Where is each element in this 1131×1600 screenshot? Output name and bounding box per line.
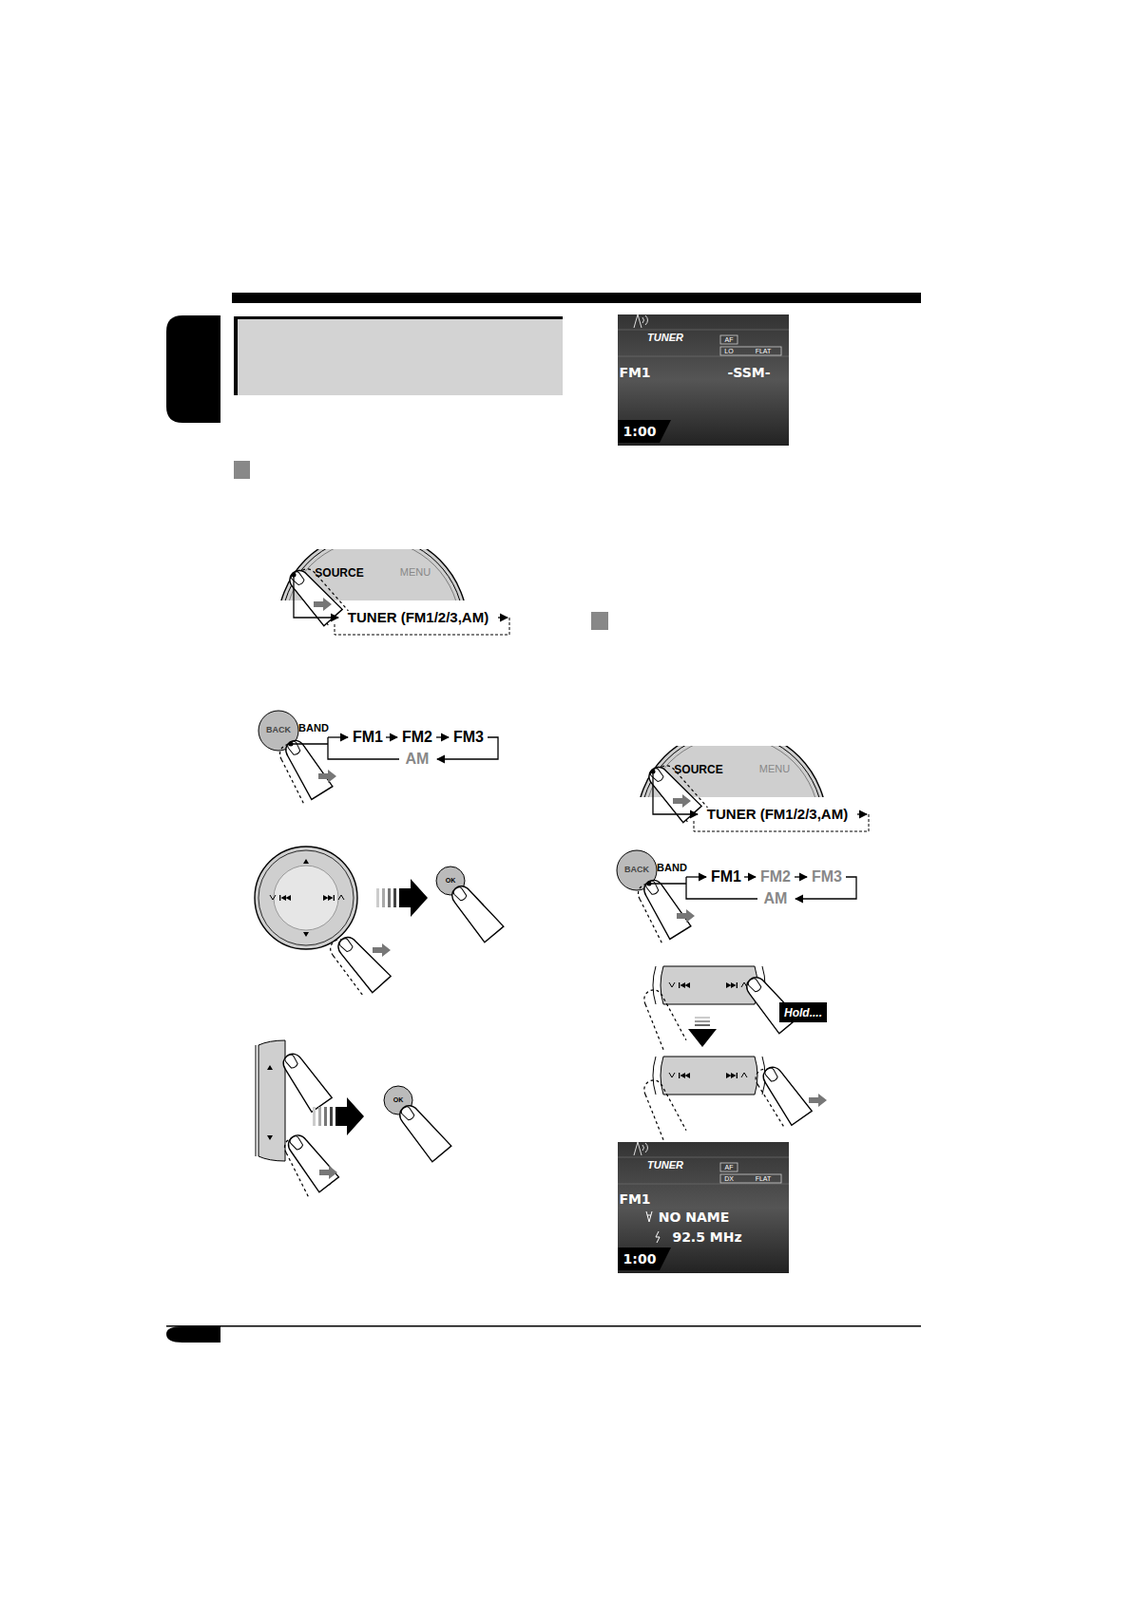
band-name: FM2: [760, 869, 791, 886]
band-name: AM: [405, 751, 430, 768]
screen-text: -SSM-: [727, 365, 770, 381]
button-name: BACK: [266, 726, 291, 735]
button-name: MENU: [759, 764, 790, 776]
hold-tag: Hold....: [784, 1007, 823, 1020]
screen-text: LO: [724, 347, 733, 355]
screen-text: FM1: [618, 1192, 651, 1208]
button-name: OK: [445, 877, 457, 884]
screen-text: FM1: [618, 365, 651, 381]
band-name: FM1: [352, 729, 384, 747]
button-name: SOURCE: [673, 764, 723, 777]
screen-text: FLAT: [755, 1175, 772, 1183]
source-name: TUNER (FM1/2/3,AM): [347, 610, 489, 626]
screen-text: AF: [725, 1164, 734, 1171]
screen-text: DX: [724, 1175, 734, 1183]
screen-text: 1:00: [623, 424, 657, 440]
button-name: BAND: [656, 862, 688, 875]
band-name: FM3: [453, 729, 484, 747]
screen-text: FLAT: [755, 347, 772, 355]
screen-text: TUNER: [647, 332, 684, 345]
band-name: FM2: [402, 729, 433, 747]
button-name: SOURCE: [314, 567, 364, 580]
band-name: FM1: [710, 869, 742, 886]
button-name: BAND: [298, 723, 329, 735]
screen-text: AF: [725, 336, 734, 344]
button-name: OK: [393, 1096, 404, 1104]
band-name: FM3: [811, 869, 843, 886]
screen-text: TUNER: [647, 1160, 684, 1172]
screen-text: 1:00: [623, 1252, 657, 1267]
band-name: AM: [764, 891, 788, 908]
screen-text: NO NAME: [658, 1210, 730, 1226]
source-name: TUNER (FM1/2/3,AM): [707, 806, 848, 823]
screen-text: 92.5 MHz: [671, 1230, 742, 1246]
button-name: BACK: [624, 865, 650, 875]
button-name: MENU: [400, 567, 431, 579]
